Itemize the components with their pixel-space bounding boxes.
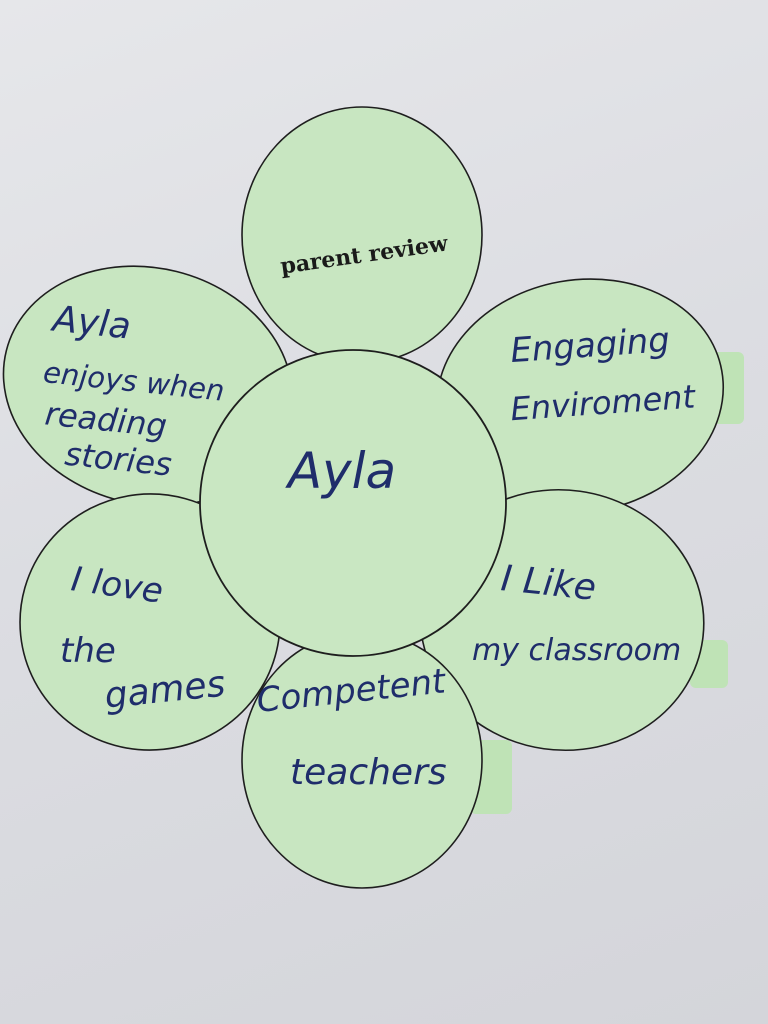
lower-right-line-1: I Like xyxy=(499,558,598,609)
lower-left-line-2: the xyxy=(60,631,116,671)
upper-left-line-1: Ayla xyxy=(49,299,133,348)
center-name: Ayla xyxy=(285,442,396,500)
upper-left-note: Ayla enjoys when reading stories xyxy=(42,299,226,484)
lower-right-line-2: my classroom xyxy=(472,633,681,668)
flower-center xyxy=(199,349,507,657)
bottom-line-2: teachers xyxy=(290,752,447,793)
lower-right-note: I Like my classroom xyxy=(472,558,681,668)
